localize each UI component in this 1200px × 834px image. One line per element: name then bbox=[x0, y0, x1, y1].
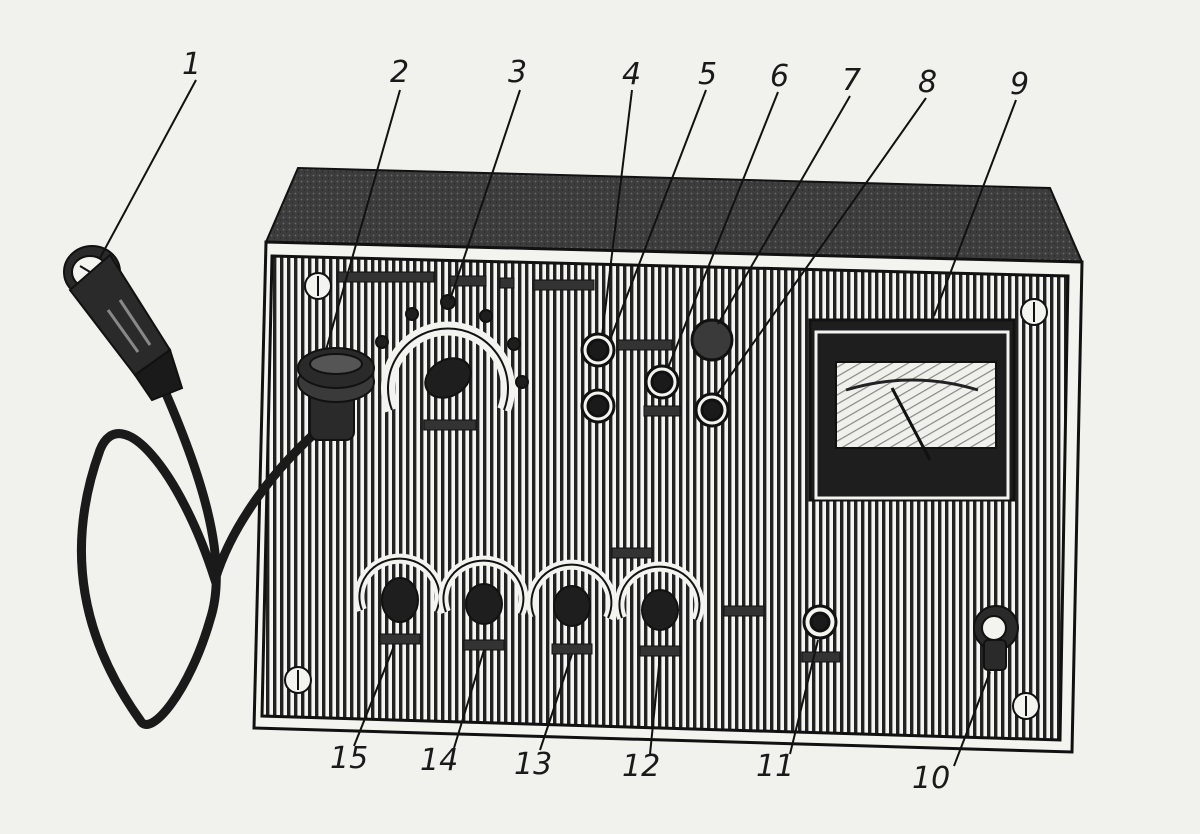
callout-9: 9 bbox=[1010, 67, 1030, 102]
callout-3: 3 bbox=[508, 55, 528, 90]
callout-2: 2 bbox=[390, 55, 410, 90]
jacks bbox=[580, 318, 734, 428]
meter bbox=[808, 318, 1016, 502]
callout-8: 8 bbox=[918, 65, 938, 100]
corner-screws bbox=[284, 272, 1048, 720]
callout-1: 1 bbox=[182, 47, 202, 82]
callout-11: 11 bbox=[756, 749, 795, 784]
callout-10: 10 bbox=[912, 761, 951, 796]
callout-7: 7 bbox=[842, 63, 862, 98]
lower-knobs bbox=[354, 553, 705, 631]
label-plates bbox=[337, 271, 841, 663]
mic-connector bbox=[297, 347, 375, 441]
callout-4: 4 bbox=[622, 57, 642, 92]
microphone bbox=[63, 245, 184, 402]
callout-5: 5 bbox=[698, 57, 718, 92]
toggle-switch bbox=[973, 605, 1019, 671]
rotary-selector bbox=[375, 294, 529, 413]
indicator-lamp bbox=[802, 604, 838, 640]
callout-6: 6 bbox=[770, 59, 790, 94]
microphone-cable bbox=[76, 375, 335, 729]
callout-12: 12 bbox=[622, 749, 661, 784]
callout-15: 15 bbox=[330, 741, 369, 776]
callout-13: 13 bbox=[514, 747, 553, 782]
callout-14: 14 bbox=[420, 743, 459, 778]
leader-lines bbox=[99, 79, 1017, 767]
